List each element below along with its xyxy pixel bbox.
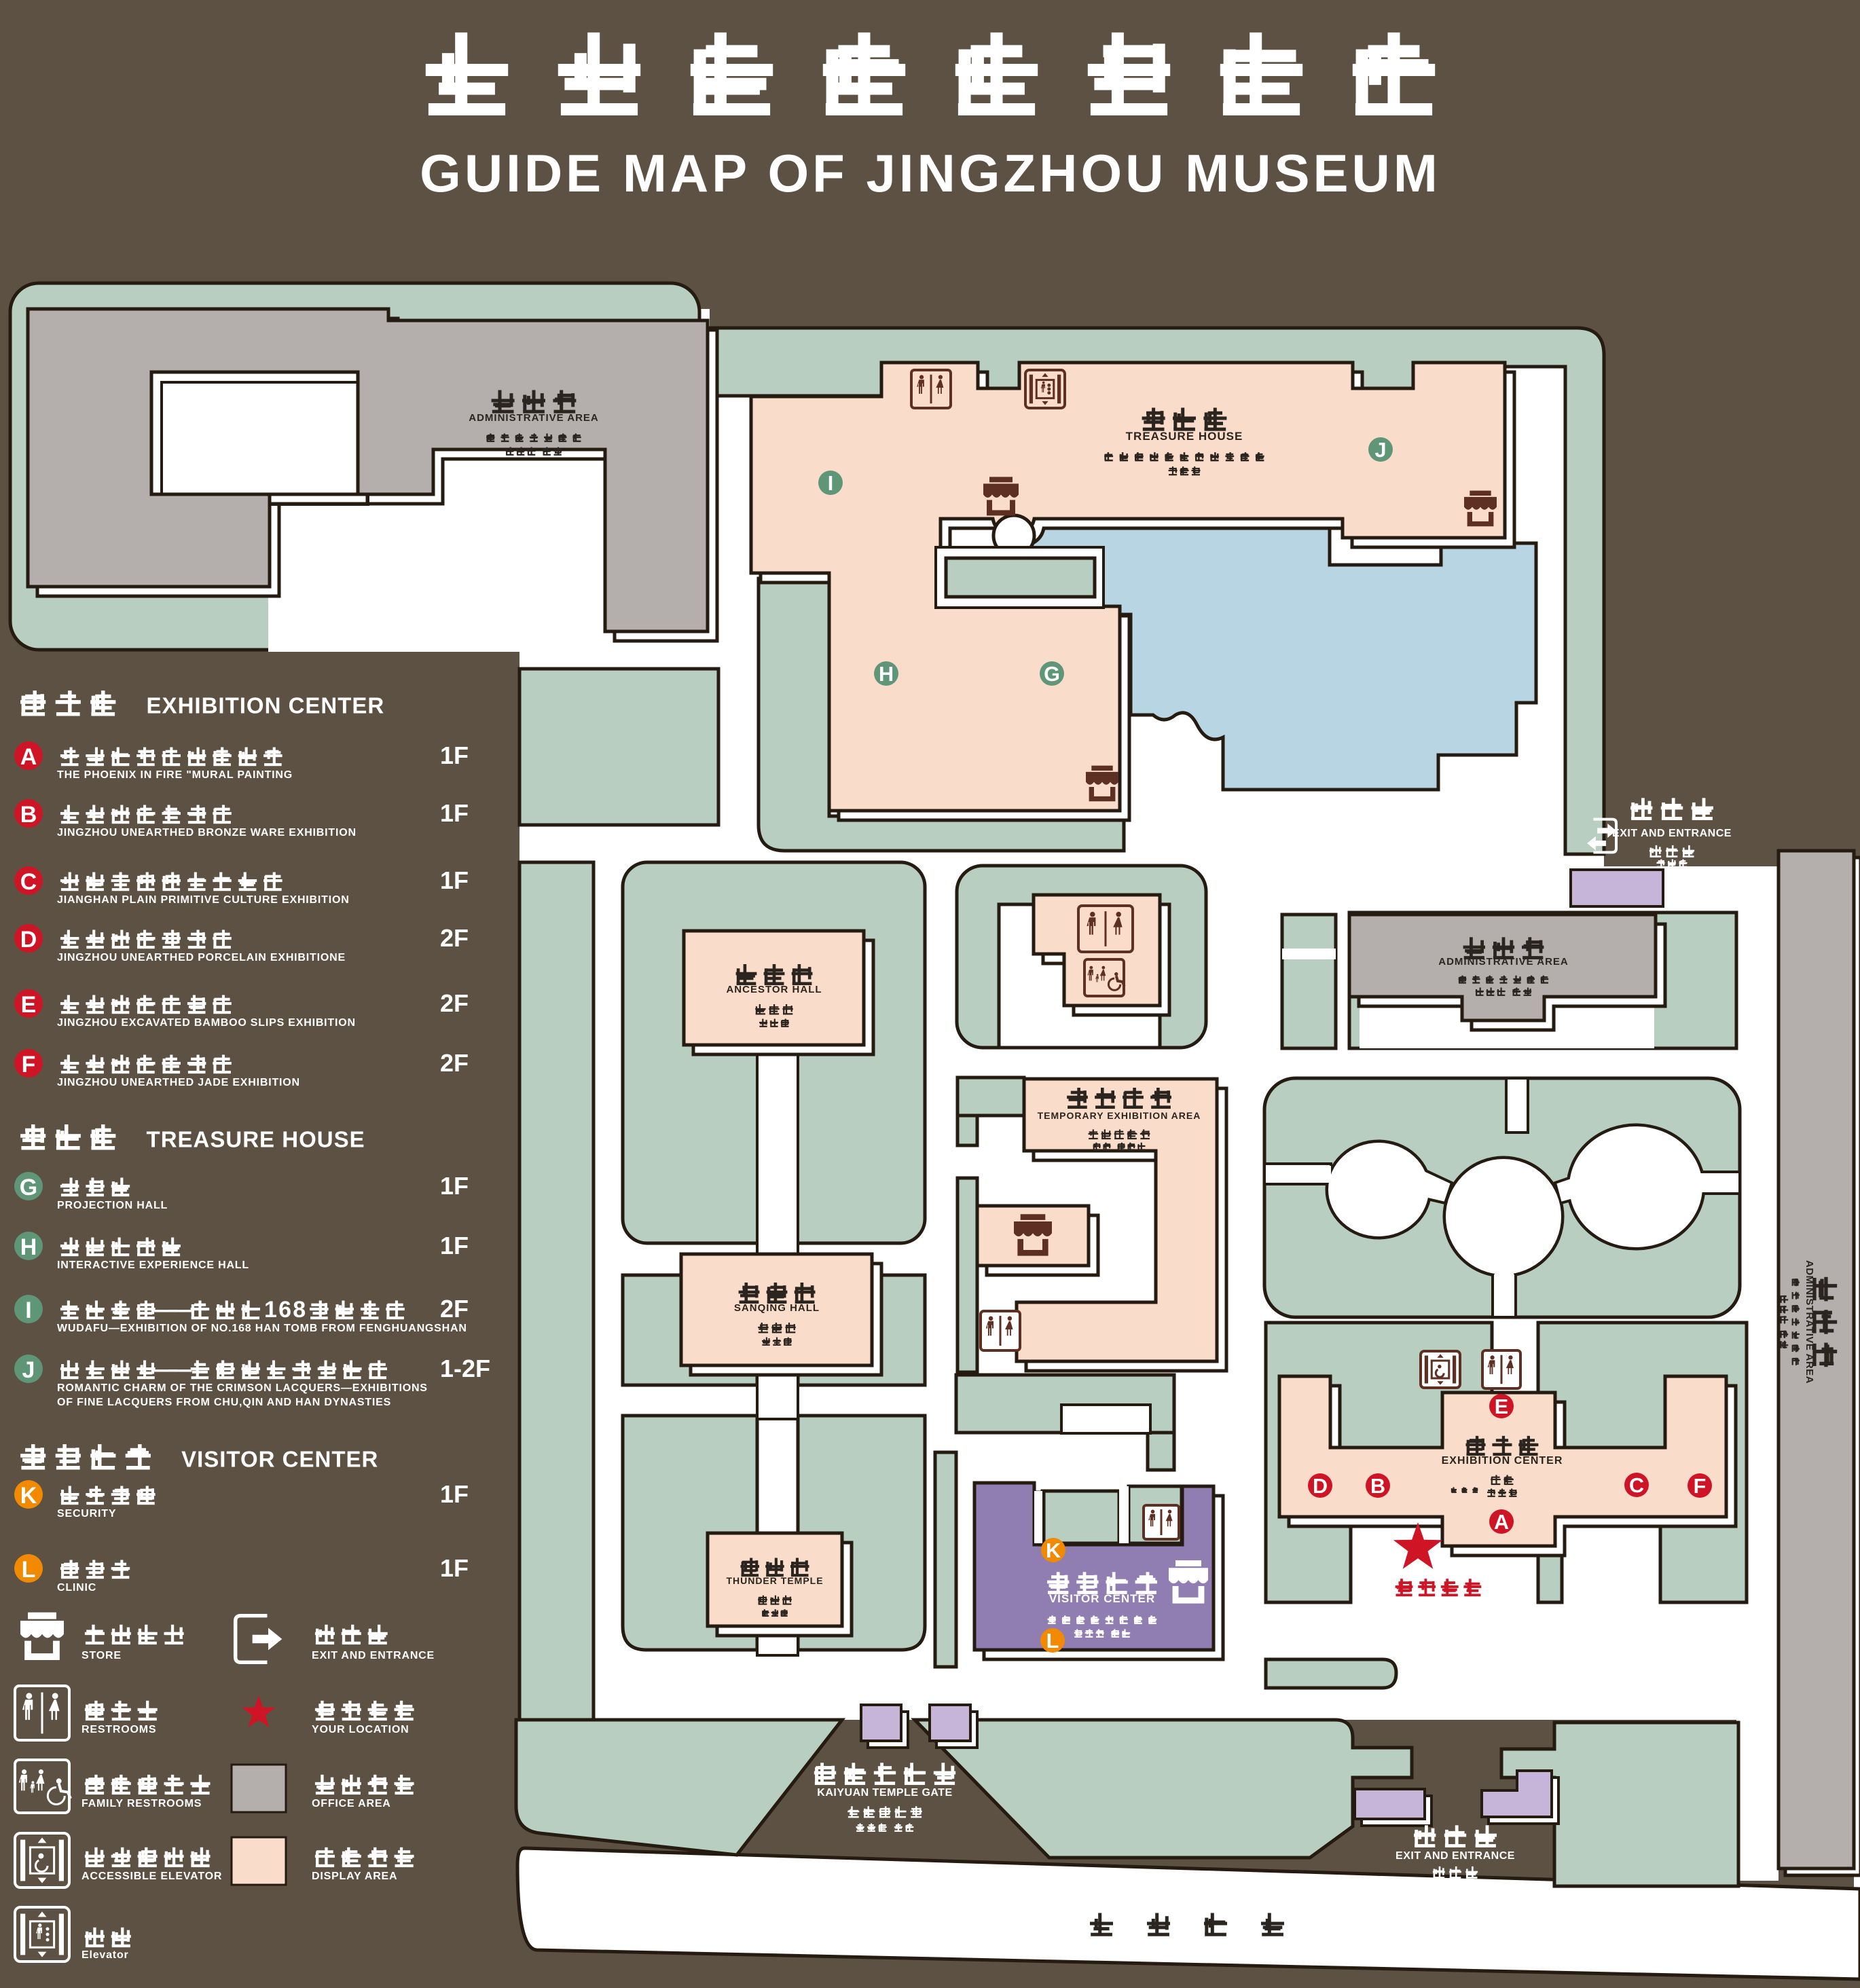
svg-text:CLINIC: CLINIC [57, 1582, 96, 1594]
svg-text:SANQING HALL: SANQING HALL [734, 1302, 820, 1314]
svg-text:STORE: STORE [81, 1650, 122, 1661]
svg-text:ROMANTIC CHARM OF THE CRIMSON: ROMANTIC CHARM OF THE CRIMSON LACQUERS—E… [57, 1382, 428, 1394]
svg-text:1F: 1F [440, 1232, 469, 1259]
svg-text:C: C [20, 869, 37, 895]
svg-text:2F: 2F [440, 1049, 469, 1077]
svg-text:8: 8 [293, 1297, 306, 1323]
svg-text:B: B [1370, 1475, 1385, 1498]
svg-text:A: A [1494, 1511, 1509, 1534]
svg-text:2F: 2F [440, 989, 469, 1017]
svg-text:ACCESSIBLE ELEVATOR: ACCESSIBLE ELEVATOR [81, 1871, 222, 1882]
svg-text:WUDAFU—EXHIBITION OF NO.168 HA: WUDAFU—EXHIBITION OF NO.168 HAN TOMB FRO… [57, 1323, 467, 1334]
svg-text:JINGZHOU UNEARTHED PORCELAIN E: JINGZHOU UNEARTHED PORCELAIN EXHIBITIONE [57, 952, 346, 963]
svg-text:K: K [20, 1483, 37, 1509]
svg-text:ANCESTOR HALL: ANCESTOR HALL [726, 984, 822, 995]
svg-text:1F: 1F [440, 866, 469, 894]
svg-text:E: E [1495, 1395, 1508, 1418]
svg-text:RESTROOMS: RESTROOMS [81, 1724, 156, 1735]
svg-text:F: F [1694, 1475, 1707, 1498]
svg-text:PROJECTION HALL: PROJECTION HALL [57, 1200, 168, 1211]
svg-text:2F: 2F [440, 924, 469, 952]
svg-text:1F: 1F [440, 1554, 469, 1582]
svg-text:I: I [828, 472, 834, 495]
svg-text:JINGZHOU UNEARTHED BRONZE WARE: JINGZHOU UNEARTHED BRONZE WARE EXHIBITIO… [57, 827, 357, 839]
svg-text:J: J [22, 1357, 35, 1383]
svg-text:A: A [20, 744, 37, 770]
svg-text:—: — [154, 1357, 177, 1382]
svg-text:FAMILY RESTROOMS: FAMILY RESTROOMS [81, 1798, 202, 1809]
svg-text:OF FINE LACQUERS FROM CHU,QIN: OF FINE LACQUERS FROM CHU,QIN AND HAN DY… [57, 1397, 391, 1408]
svg-text:TREASURE HOUSE: TREASURE HOUSE [147, 1127, 365, 1152]
svg-text:DISPLAY AREA: DISPLAY AREA [312, 1871, 397, 1882]
svg-text:OFFICE AREA: OFFICE AREA [312, 1798, 391, 1809]
svg-text:H: H [20, 1234, 37, 1260]
svg-text:G: G [1044, 663, 1060, 686]
svg-text:EXHIBITION CENTER: EXHIBITION CENTER [1442, 1455, 1563, 1467]
svg-text:JINGZHOU EXCAVATED BAMBOO SLIP: JINGZHOU EXCAVATED BAMBOO SLIPS EXHIBITI… [57, 1017, 356, 1029]
svg-text:D: D [20, 927, 37, 953]
svg-text:ADMINISTRATIVE AREA: ADMINISTRATIVE AREA [469, 412, 599, 424]
svg-text:1F: 1F [440, 741, 469, 769]
svg-text:ADMINISTRATIVE AREA: ADMINISTRATIVE AREA [1438, 956, 1569, 968]
svg-text:1F: 1F [440, 1172, 469, 1200]
svg-text:F: F [22, 1052, 36, 1078]
svg-text:JINGZHOU UNEARTHED JADE EXHIBI: JINGZHOU UNEARTHED JADE EXHIBITION [57, 1077, 300, 1088]
svg-text:KAIYUAN TEMPLE GATE: KAIYUAN TEMPLE GATE [817, 1787, 952, 1799]
svg-text:EXHIBITION CENTER: EXHIBITION CENTER [147, 693, 385, 718]
svg-text:K: K [1046, 1539, 1061, 1562]
svg-text:B: B [20, 802, 37, 828]
svg-text:G: G [20, 1175, 37, 1200]
svg-text:THE PHOENIX IN FIRE "MURAL PAI: THE PHOENIX IN FIRE "MURAL PAINTING [57, 769, 293, 781]
svg-text:C: C [1629, 1474, 1644, 1497]
svg-text:1: 1 [264, 1297, 277, 1323]
svg-text:EXIT AND ENTRANCE: EXIT AND ENTRANCE [1612, 828, 1732, 839]
svg-text:E: E [21, 992, 37, 1018]
svg-text:—: — [154, 1297, 177, 1323]
svg-text:ADMINISTRATIVE AREA: ADMINISTRATIVE AREA [1804, 1260, 1815, 1384]
svg-text:—: — [168, 1357, 192, 1382]
svg-text:H: H [879, 663, 894, 686]
svg-text:TEMPORARY EXHIBITION AREA: TEMPORARY EXHIBITION AREA [1038, 1110, 1201, 1121]
svg-text:1-2F: 1-2F [440, 1355, 490, 1382]
svg-text:—: — [168, 1297, 192, 1323]
svg-text:2F: 2F [440, 1295, 469, 1323]
svg-text:GUIDE MAP OF JINGZHOU MUSEUM: GUIDE MAP OF JINGZHOU MUSEUM [420, 143, 1441, 203]
svg-text:L: L [22, 1557, 36, 1583]
svg-text:TREASURE HOUSE: TREASURE HOUSE [1126, 430, 1243, 443]
svg-text:EXIT AND ENTRANCE: EXIT AND ENTRANCE [312, 1650, 435, 1661]
svg-text:YOUR LOCATION: YOUR LOCATION [312, 1724, 409, 1735]
svg-text:6: 6 [278, 1297, 291, 1323]
svg-text:Elevator: Elevator [81, 1949, 129, 1961]
svg-text:JIANGHAN PLAIN PRIMITIVE CULTU: JIANGHAN PLAIN PRIMITIVE CULTURE EXHIBIT… [57, 894, 350, 906]
svg-text:EXIT AND ENTRANCE: EXIT AND ENTRANCE [1396, 1850, 1515, 1862]
svg-text:INTERACTIVE EXPERIENCE HALL: INTERACTIVE EXPERIENCE HALL [57, 1259, 249, 1271]
svg-text:VISITOR CENTER: VISITOR CENTER [181, 1447, 378, 1472]
svg-text:I: I [25, 1297, 31, 1323]
svg-text:L: L [1046, 1630, 1059, 1653]
svg-text:1F: 1F [440, 799, 469, 827]
svg-text:1F: 1F [440, 1480, 469, 1508]
svg-text:J: J [1374, 439, 1386, 462]
svg-text:SECURITY: SECURITY [57, 1508, 116, 1520]
svg-text:D: D [1313, 1475, 1328, 1498]
svg-text:THUNDER TEMPLE: THUNDER TEMPLE [726, 1575, 823, 1586]
svg-text:VISITOR CENTER: VISITOR CENTER [1049, 1592, 1155, 1605]
